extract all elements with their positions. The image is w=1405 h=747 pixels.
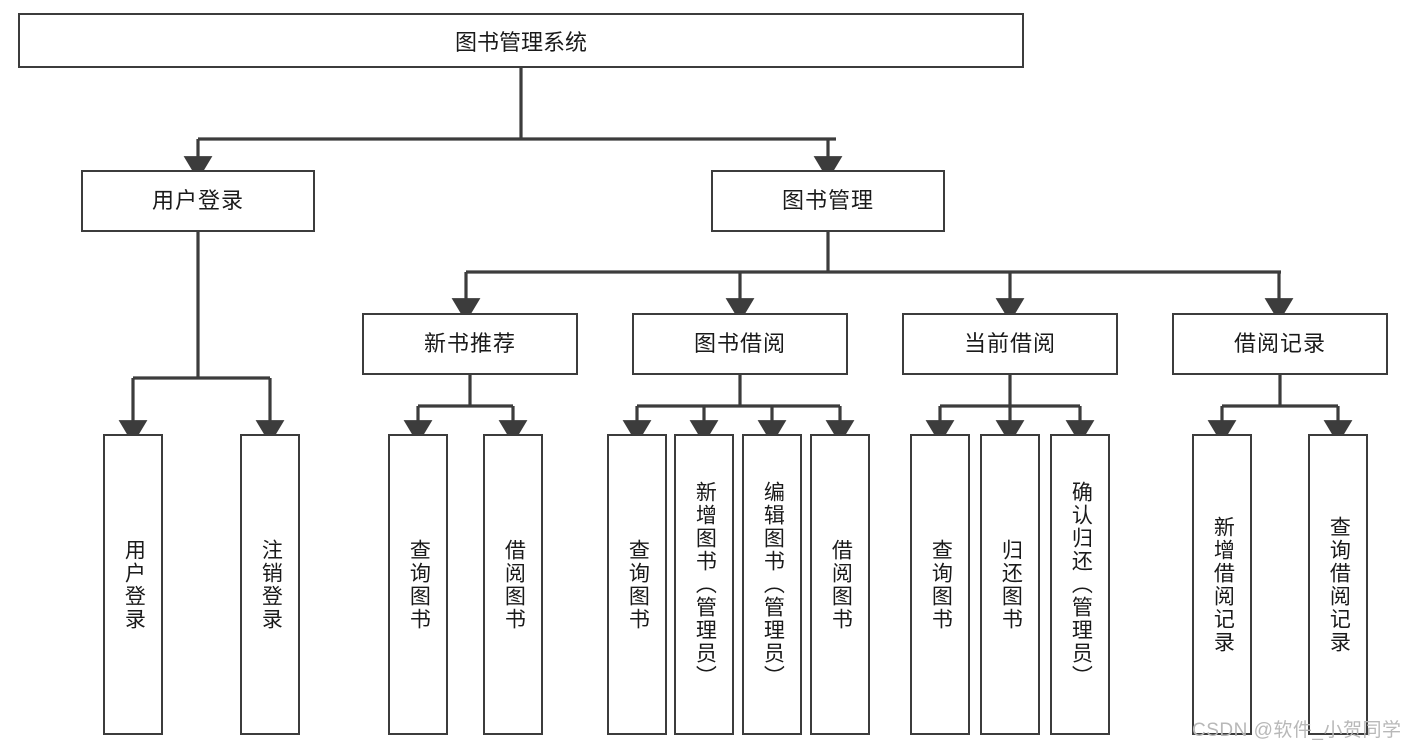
node-leaf-edit-book-label: 编辑图书（管理员） — [761, 481, 785, 688]
node-book-manage-label: 图书管理 — [781, 187, 874, 213]
node-leaf-add-record[interactable]: 新增借阅记录 — [1192, 434, 1252, 735]
node-leaf-edit-book[interactable]: 编辑图书（管理员） — [742, 434, 802, 735]
node-leaf-confirm-return-label: 确认归还（管理员） — [1069, 481, 1093, 688]
node-leaf-query-record-label: 查询借阅记录 — [1327, 515, 1351, 654]
node-leaf-add-book[interactable]: 新增图书（管理员） — [674, 434, 734, 735]
node-current-borrow-label: 当前借阅 — [963, 330, 1056, 356]
node-borrow-record[interactable]: 借阅记录 — [1172, 313, 1388, 375]
node-leaf-user-login[interactable]: 用户登录 — [103, 434, 163, 735]
node-leaf-return-book[interactable]: 归还图书 — [980, 434, 1040, 735]
node-leaf-query-book-3-label: 查询图书 — [929, 538, 953, 631]
node-leaf-borrow-book-2-label: 借阅图书 — [829, 538, 853, 631]
node-leaf-query-record[interactable]: 查询借阅记录 — [1308, 434, 1368, 735]
node-leaf-add-record-label: 新增借阅记录 — [1211, 515, 1235, 654]
node-leaf-query-book-3[interactable]: 查询图书 — [910, 434, 970, 735]
csdn-watermark: CSDN @软件_小贺同学 — [1192, 720, 1402, 741]
node-borrow-record-label: 借阅记录 — [1233, 330, 1326, 356]
node-current-borrow[interactable]: 当前借阅 — [902, 313, 1118, 375]
node-root[interactable]: 图书管理系统 — [18, 13, 1024, 68]
node-leaf-return-book-label: 归还图书 — [999, 538, 1023, 631]
node-leaf-add-book-label: 新增图书（管理员） — [693, 481, 717, 688]
node-leaf-query-book-2[interactable]: 查询图书 — [607, 434, 667, 735]
node-leaf-borrow-book-2[interactable]: 借阅图书 — [810, 434, 870, 735]
node-leaf-borrow-book-1-label: 借阅图书 — [502, 538, 526, 631]
node-leaf-query-book-2-label: 查询图书 — [626, 538, 650, 631]
node-leaf-borrow-book-1[interactable]: 借阅图书 — [483, 434, 543, 735]
node-new-book-rec-label: 新书推荐 — [423, 330, 516, 356]
node-book-borrow[interactable]: 图书借阅 — [632, 313, 848, 375]
node-leaf-logout-label: 注销登录 — [259, 538, 283, 631]
node-leaf-query-book-1-label: 查询图书 — [407, 538, 431, 631]
node-leaf-confirm-return[interactable]: 确认归还（管理员） — [1050, 434, 1110, 735]
node-new-book-rec[interactable]: 新书推荐 — [362, 313, 578, 375]
node-user-login[interactable]: 用户登录 — [81, 170, 315, 232]
node-book-manage[interactable]: 图书管理 — [711, 170, 945, 232]
node-user-login-label: 用户登录 — [151, 187, 244, 213]
node-leaf-logout[interactable]: 注销登录 — [240, 434, 300, 735]
node-leaf-query-book-1[interactable]: 查询图书 — [388, 434, 448, 735]
node-root-label: 图书管理系统 — [454, 29, 587, 55]
node-leaf-user-login-label: 用户登录 — [122, 538, 146, 631]
node-book-borrow-label: 图书借阅 — [693, 330, 786, 356]
